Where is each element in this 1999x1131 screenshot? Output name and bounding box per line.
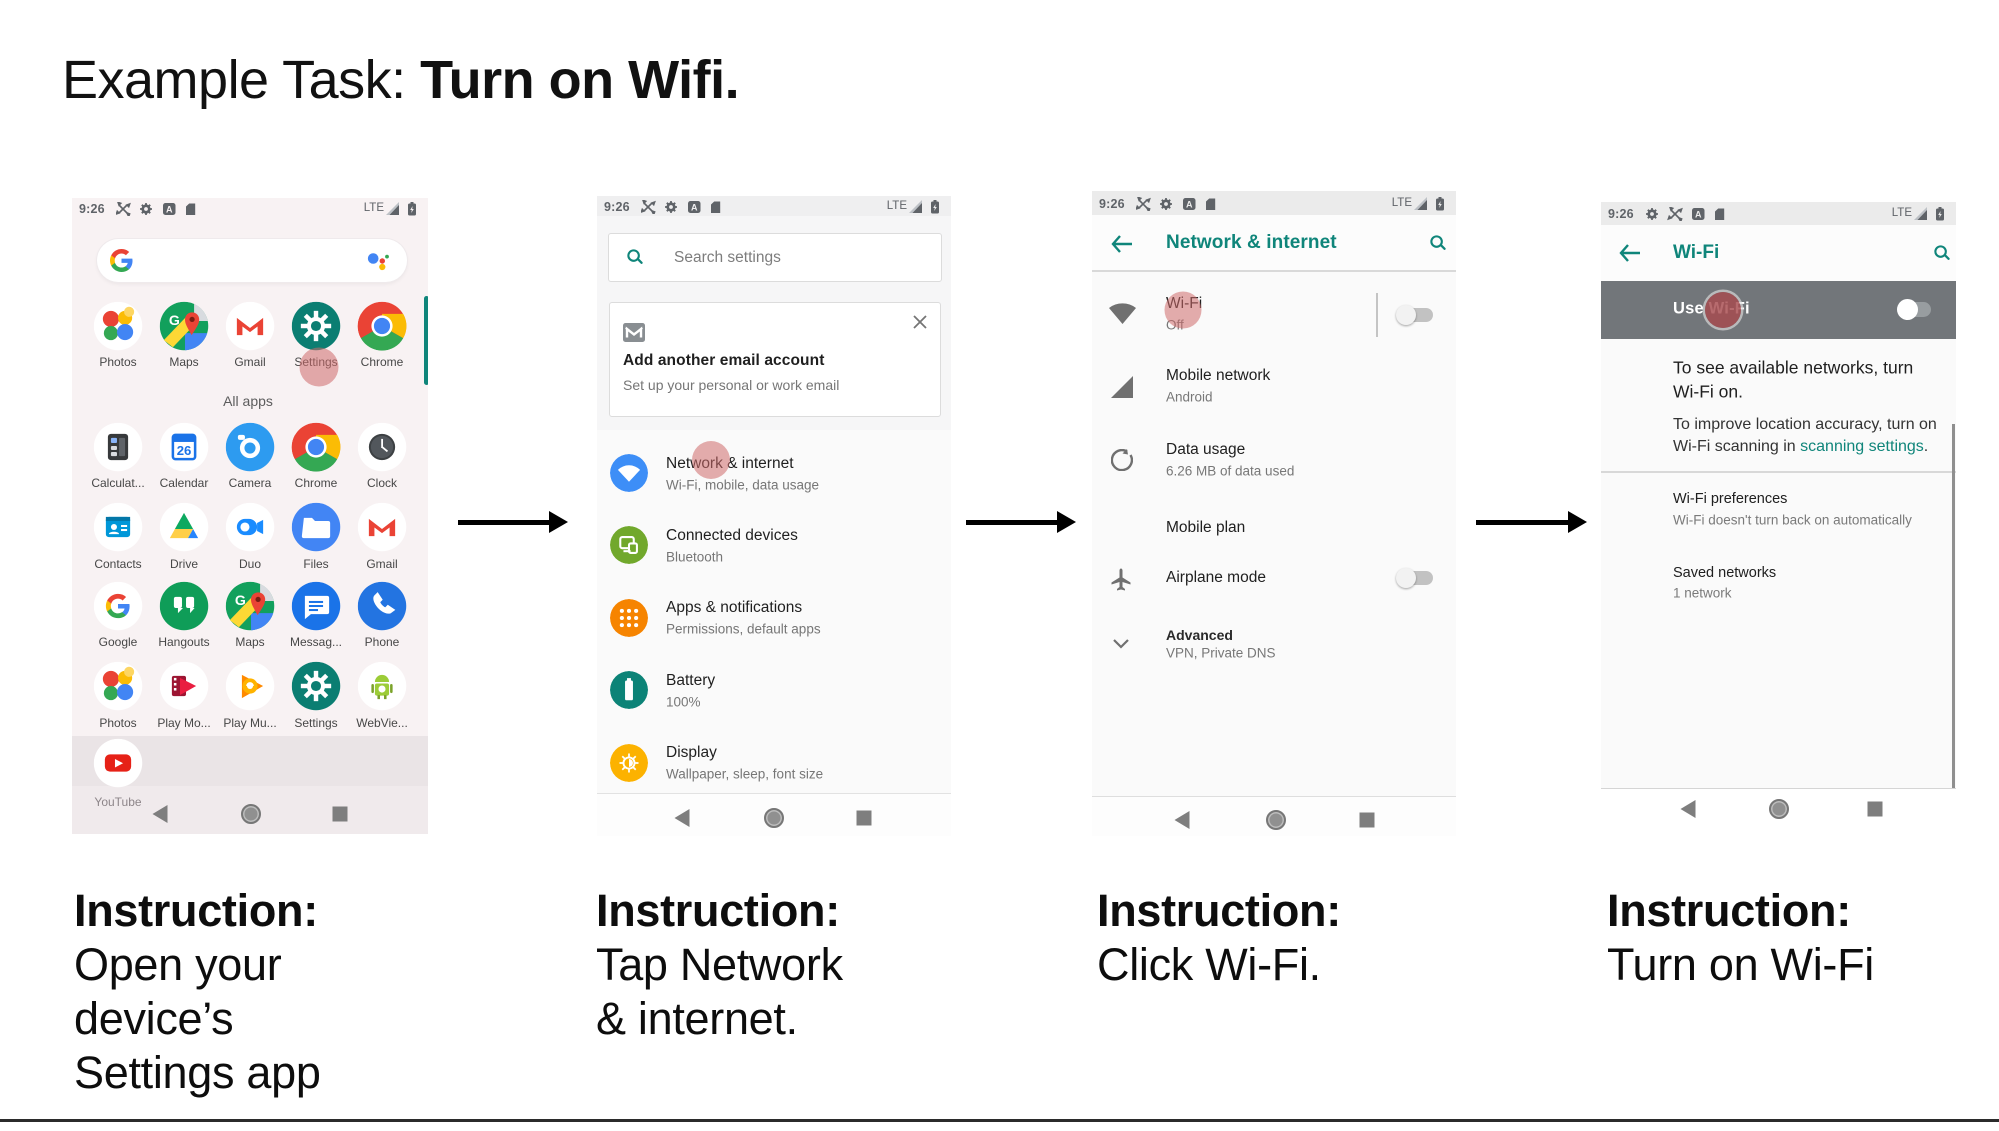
svg-text:G: G [235, 592, 246, 608]
svg-text:A: A [691, 203, 698, 213]
svg-text:A: A [1186, 200, 1193, 210]
svg-text:A: A [1695, 210, 1702, 220]
svg-text:G: G [169, 312, 180, 328]
svg-text:A: A [166, 205, 173, 215]
svg-text:26: 26 [177, 443, 192, 458]
